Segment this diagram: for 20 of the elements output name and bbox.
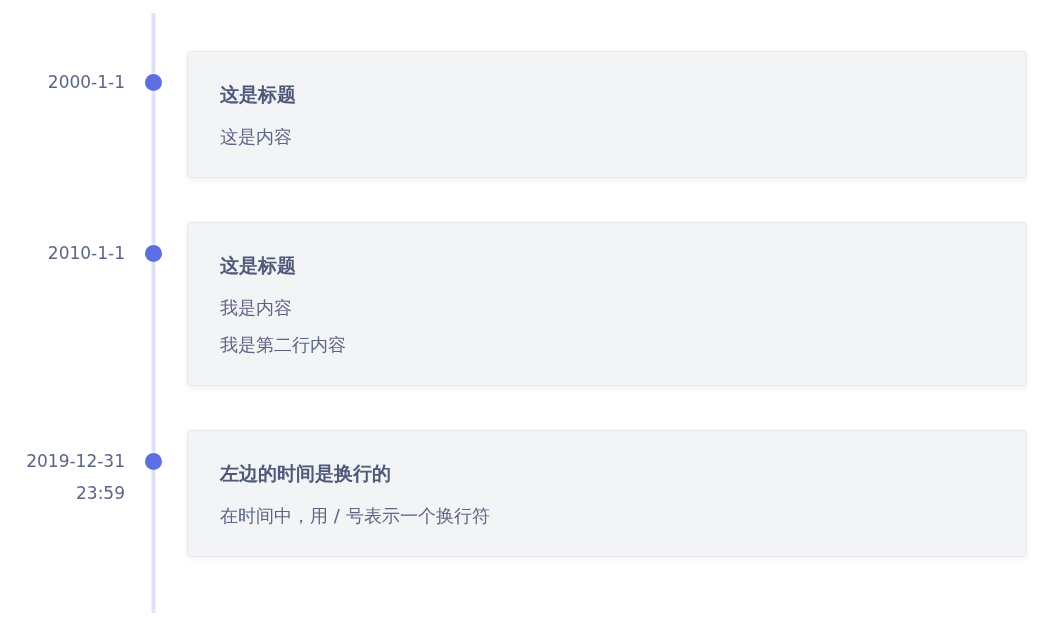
timeline-line xyxy=(151,261,156,453)
timeline-dot-icon xyxy=(145,452,162,470)
event-title: 这是标题 xyxy=(220,82,296,107)
event-description: 在时间中，用 / 号表示一个换行符 xyxy=(220,504,490,528)
timeline-line xyxy=(151,13,156,74)
timeline-dot-icon xyxy=(145,73,162,91)
event-description: 我是第二行内容 xyxy=(220,333,346,357)
event-title: 这是标题 xyxy=(220,253,296,278)
event-title: 左边的时间是换行的 xyxy=(220,461,391,486)
timeline-line xyxy=(151,469,156,613)
event-card xyxy=(187,430,1027,557)
event-card xyxy=(187,222,1027,386)
timeline-dot-icon xyxy=(145,244,162,262)
date-label: 2010-1-1 xyxy=(47,242,125,265)
date-label: 2019-12-31 23:59 xyxy=(25,450,125,505)
timeline-line xyxy=(151,90,156,245)
date-label: 2000-1-1 xyxy=(47,71,125,94)
event-card xyxy=(187,51,1027,178)
event-description: 这是内容 xyxy=(220,125,292,149)
event-description: 我是内容 xyxy=(220,296,292,320)
